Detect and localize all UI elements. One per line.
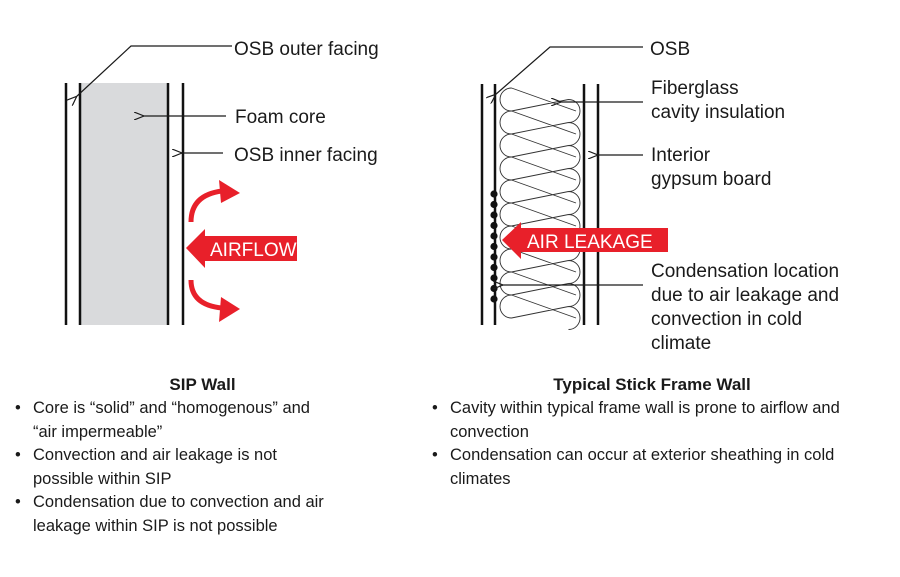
- label-condensation-4: climate: [651, 333, 711, 354]
- air-leakage-label: AIR LEAKAGE: [527, 232, 653, 253]
- stick-bullet: Condensation can occur at exterior sheat…: [432, 444, 850, 491]
- condensation-dot: [490, 253, 498, 261]
- label-condensation-1: Condensation location: [651, 261, 839, 282]
- label-osb-inner: OSB inner facing: [234, 145, 378, 166]
- label-osb-outer: OSB outer facing: [234, 39, 379, 60]
- condensation-dot: [490, 211, 498, 219]
- label-gypsum-2: gypsum board: [651, 169, 771, 190]
- condensation-dot: [490, 200, 498, 209]
- label-osb: OSB: [650, 39, 690, 60]
- stick-wall-notes: Typical Stick Frame Wall Cavity within t…: [432, 373, 872, 491]
- airflow-arrowhead-up: [219, 180, 240, 203]
- condensation-dot: [490, 284, 498, 293]
- condensation-dot: [490, 263, 498, 272]
- label-fiberglass-2: cavity insulation: [651, 102, 785, 123]
- airflow-arrowhead-down: [219, 297, 240, 322]
- sip-bullet: Convection and air leakage is not possib…: [15, 444, 323, 491]
- outer-leader: [76, 45, 232, 97]
- condensation-dot: [490, 295, 498, 303]
- label-foam-core: Foam core: [235, 107, 326, 128]
- condensation-dots: [490, 190, 498, 303]
- stick-wall-title: Typical Stick Frame Wall: [553, 375, 751, 394]
- condensation-dot: [490, 242, 498, 251]
- fiberglass-insulation: [499, 87, 581, 330]
- osb-leader: [495, 46, 643, 95]
- label-fiberglass-1: Fiberglass: [651, 78, 739, 99]
- insulation-batt-outline: [499, 87, 581, 330]
- air-leakage-arrow-icon: [502, 222, 668, 259]
- condensation-dot: [490, 232, 498, 240]
- condensation-dot: [490, 190, 498, 198]
- airflow-label: AIRFLOW: [210, 240, 297, 261]
- stick-bullet: Cavity within typical frame wall is pron…: [432, 397, 870, 444]
- stick-wall-drawing: AIR LEAKAGE OSB Fiberglass cavity insula…: [480, 39, 839, 354]
- sip-wall-drawing: OSB outer facing Foam core OSB inner fac…: [64, 39, 379, 325]
- label-condensation-2: due to air leakage and: [651, 285, 839, 306]
- foam-core: [81, 83, 168, 325]
- condensation-dot: [490, 274, 498, 282]
- sip-wall-notes: SIP Wall Core is “solid” and “homogenous…: [15, 373, 390, 538]
- airflow-curve-up-icon: [188, 188, 223, 223]
- airflow-arrow-icon: [186, 229, 297, 268]
- airflow-curve-down-icon: [188, 279, 223, 311]
- sip-wall-title: SIP Wall: [169, 375, 236, 394]
- label-gypsum-1: Interior: [651, 145, 711, 166]
- label-condensation-3: convection in cold: [651, 309, 802, 330]
- sip-bullet: Condensation due to convection and air l…: [15, 491, 378, 538]
- condensation-dot: [490, 221, 498, 230]
- sip-bullet: Core is “solid” and “homogenous” and “ai…: [15, 397, 333, 444]
